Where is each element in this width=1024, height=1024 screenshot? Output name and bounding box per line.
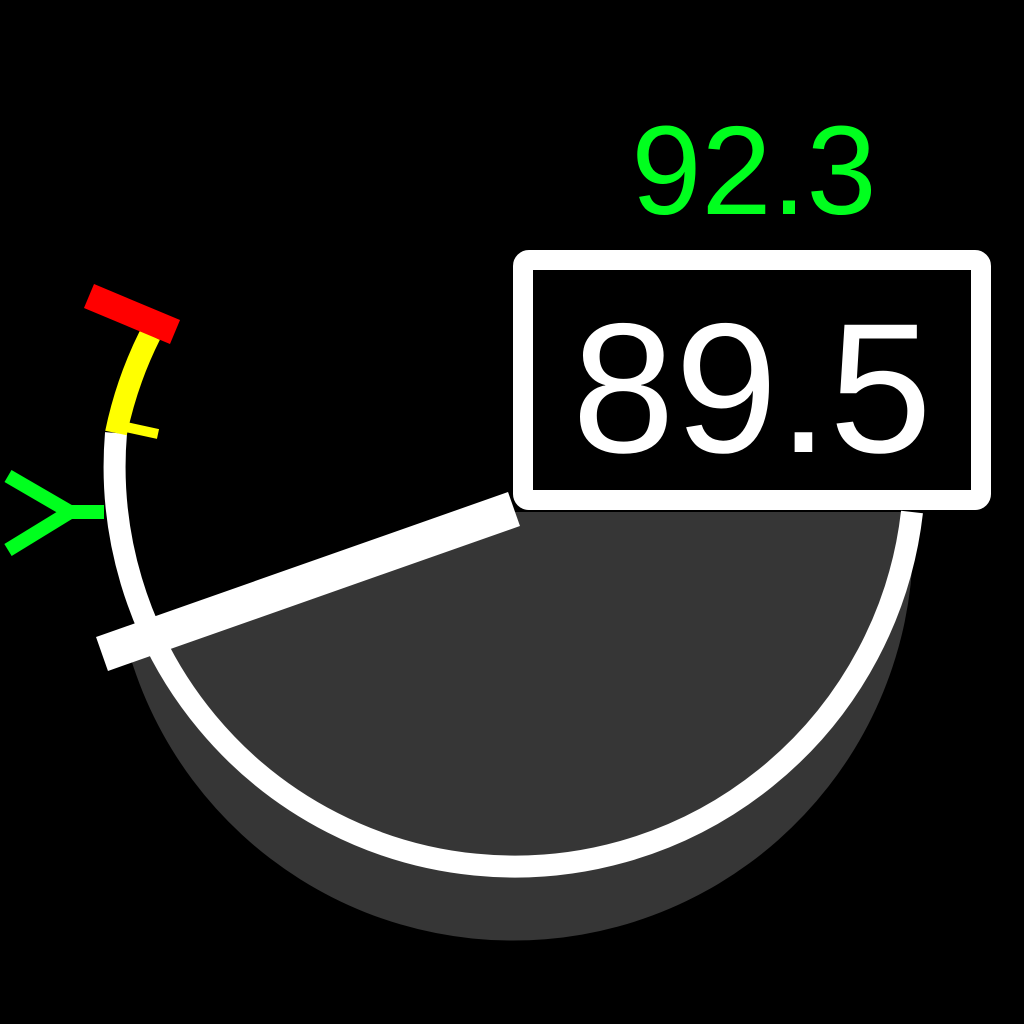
readout-box	[513, 250, 991, 510]
current-value-readout: 89.5	[572, 286, 932, 492]
caution-range-arc	[105, 330, 160, 436]
target-value-label: 92.3	[631, 100, 876, 241]
warning-limit-tick	[83, 284, 181, 344]
gauge-needle	[96, 492, 520, 671]
caution-start-tick	[110, 419, 160, 439]
target-bug-icon	[4, 469, 104, 556]
gauge-sweep-fill	[128, 512, 914, 941]
